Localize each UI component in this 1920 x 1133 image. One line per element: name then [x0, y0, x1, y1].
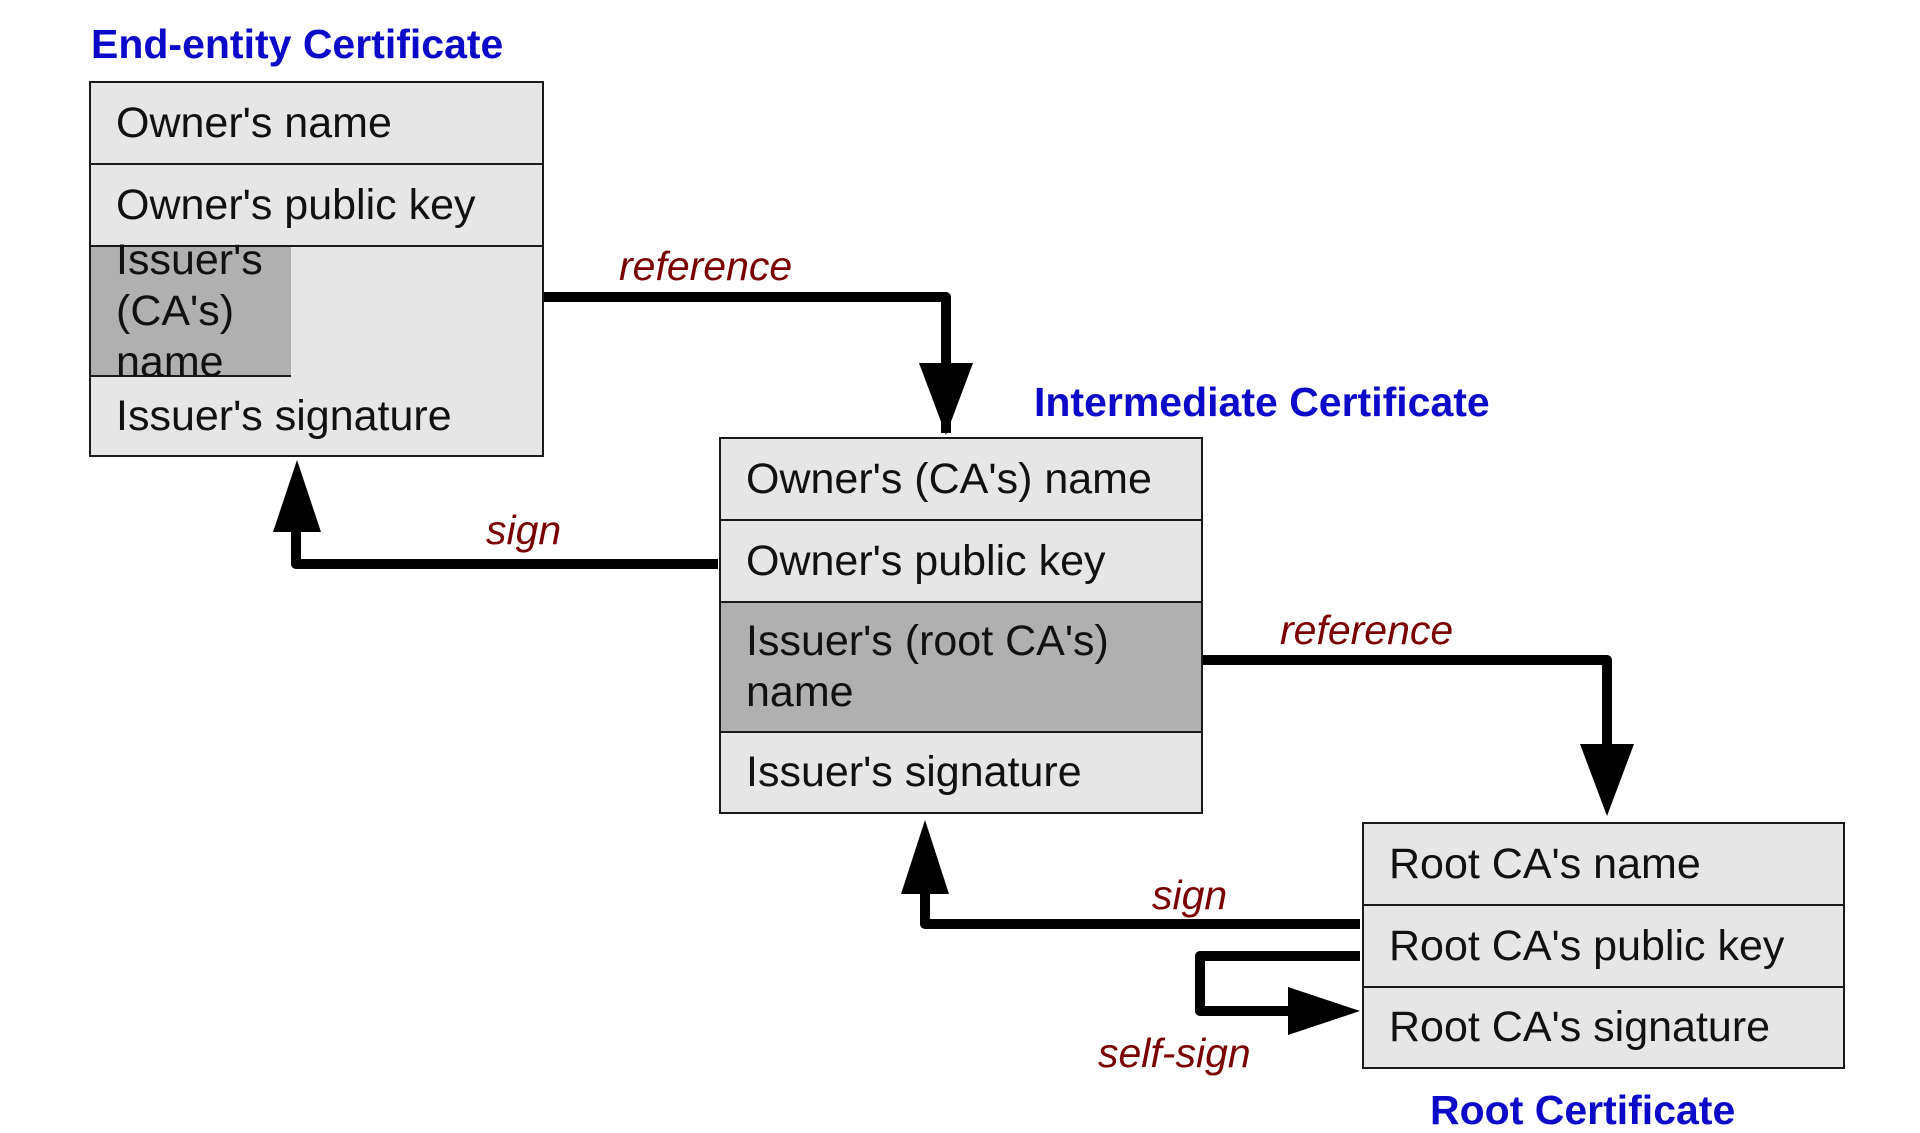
reference-label-1: reference	[619, 243, 793, 289]
field-label: Owner's public key	[116, 180, 476, 229]
self-sign-arrowhead	[1288, 987, 1360, 1035]
intermediate-owner-name-field: Owner's (CA's) name	[721, 439, 1201, 521]
field-label: Owner's name	[116, 98, 392, 147]
sign-arrowhead-2	[901, 820, 949, 894]
root-signature-field: Root CA's signature	[1364, 988, 1843, 1067]
end-entity-owner-name-field: Owner's name	[91, 83, 542, 165]
reference-arrowhead-2	[1580, 744, 1634, 816]
intermediate-issuer-signature-field: Issuer's signature	[721, 733, 1201, 812]
field-label: Owner's public key	[746, 536, 1106, 585]
reference-label-2: reference	[1280, 607, 1454, 653]
intermediate-issuer-name-field: Issuer's (root CA's) name	[721, 603, 1201, 733]
end-entity-owner-public-key-field: Owner's public key	[91, 165, 542, 247]
reference-arrow-2	[1203, 655, 1612, 752]
field-label: Issuer's (root CA's) name	[746, 617, 1109, 716]
sign-label-1: sign	[486, 507, 562, 553]
end-entity-issuer-name-field: Issuer's (CA's) name	[91, 236, 291, 386]
self-sign-label: self-sign	[1098, 1030, 1251, 1076]
root-certificate: Root CA's name Root CA's public key Root…	[1362, 822, 1845, 1069]
intermediate-certificate: Owner's (CA's) name Owner's public key I…	[719, 437, 1203, 814]
intermediate-owner-public-key-field: Owner's public key	[721, 521, 1201, 603]
field-label: Issuer's (CA's) name	[116, 235, 263, 386]
root-public-key-field: Root CA's public key	[1364, 906, 1843, 988]
reference-arrow-1	[544, 292, 951, 433]
reference-arrowhead-1	[919, 363, 973, 435]
self-sign-arrow	[1195, 951, 1360, 1016]
intermediate-certificate-title: Intermediate Certificate	[1034, 379, 1490, 425]
end-entity-certificate-title: End-entity Certificate	[91, 21, 504, 67]
field-label: Owner's (CA's) name	[746, 454, 1152, 503]
field-label: Root CA's public key	[1389, 921, 1785, 970]
field-label: Root CA's name	[1389, 839, 1701, 888]
root-certificate-title: Root Certificate	[1430, 1087, 1736, 1133]
field-label: Root CA's signature	[1389, 1003, 1771, 1051]
end-entity-certificate: Owner's name Owner's public key Issuer's…	[89, 81, 544, 457]
sign-arrowhead-1	[273, 460, 321, 532]
sign-arrow-2	[920, 893, 1360, 929]
field-label: Issuer's signature	[746, 748, 1082, 796]
sign-label-2: sign	[1152, 872, 1228, 918]
field-label: Issuer's signature	[116, 391, 452, 440]
root-name-field: Root CA's name	[1364, 824, 1843, 906]
end-entity-issuer-signature-field: Issuer's signature	[91, 377, 542, 455]
sign-arrow-1	[291, 530, 718, 569]
